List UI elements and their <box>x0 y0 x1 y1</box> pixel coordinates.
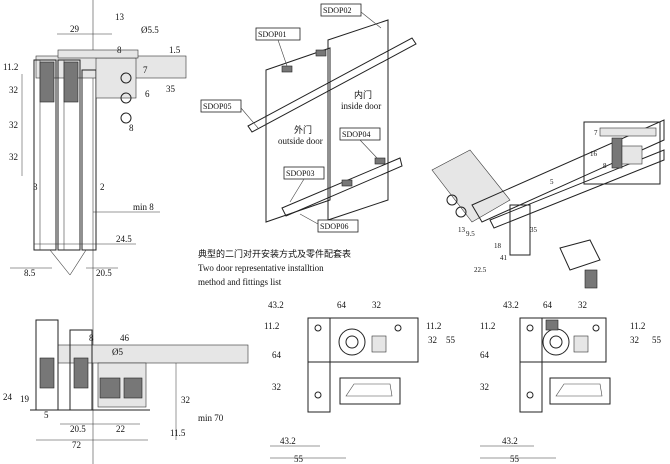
top-left-section: 29 13 Ø5.5 8 1.5 11.2 7 35 6 32 32 32 8 … <box>3 0 187 464</box>
outside-door-en: outside door <box>278 136 323 146</box>
bb-dim-43-2: 43.2 <box>503 300 519 310</box>
part-sdop06: SDOP06 <box>320 222 348 231</box>
ba-dim-11-2-right: 11.2 <box>426 321 441 331</box>
part-sdop04: SDOP04 <box>342 130 370 139</box>
bb-dim-32: 32 <box>578 300 587 310</box>
iso-dim-41: 41 <box>500 254 508 262</box>
dim-29: 29 <box>70 24 80 34</box>
dim-8-5: 8.5 <box>24 268 36 278</box>
ba-dim-32-right: 32 <box>428 335 437 345</box>
ba-dim-64: 64 <box>337 300 347 310</box>
caption-line-2: Two door representative installtion <box>198 263 324 273</box>
dim-6: 6 <box>145 89 150 99</box>
bl-dim-20-5: 20.5 <box>70 424 86 434</box>
bl-dim-19: 19 <box>20 394 30 404</box>
bb-dim-11-2: 11.2 <box>480 321 495 331</box>
inside-door-cn: 内门 <box>354 89 372 100</box>
bl-dim-22: 22 <box>116 424 125 434</box>
bb-dim-64-left: 64 <box>480 350 490 360</box>
caption-line-1: 典型的二门对开安装方式及零件配套表 <box>198 248 351 259</box>
bl-dim-min-70: min 70 <box>198 413 224 423</box>
iso-dim-18: 18 <box>494 242 502 250</box>
dim-35: 35 <box>166 84 176 94</box>
bl-dim-24: 24 <box>3 392 13 402</box>
ba-dim-55-right: 55 <box>446 335 456 345</box>
ba-dim-11-2: 11.2 <box>264 321 279 331</box>
dim-32-b: 32 <box>9 120 18 130</box>
dim-2: 2 <box>100 182 105 192</box>
outside-door-cn: 外门 <box>294 124 312 135</box>
iso-dim-13: 13 <box>458 226 466 234</box>
bl-dim-5: Ø5 <box>112 347 123 357</box>
bl-dim-46: 46 <box>120 333 130 343</box>
part-sdop03: SDOP03 <box>286 169 314 178</box>
bb-dim-11-2-right: 11.2 <box>630 321 645 331</box>
dim-13: 13 <box>115 12 125 22</box>
two-door-assembly: SDOP01 SDOP02 SDOP05 SDOP04 SDOP03 SDOP0… <box>200 3 417 233</box>
bb-dim-55-bottom: 55 <box>510 454 520 464</box>
bl-dim-72: 72 <box>72 440 81 450</box>
dim-20-5: 20.5 <box>96 268 112 278</box>
bl-dim-32: 32 <box>181 395 190 405</box>
bb-dim-32-left: 32 <box>480 382 489 392</box>
bottom-left-section: 8 46 Ø5 24 19 5 20.5 22 72 32 min 70 11.… <box>3 319 249 450</box>
caption-line-3: method and fittings list <box>198 277 282 287</box>
inside-door-en: inside door <box>341 101 381 111</box>
dim-11-2: 11.2 <box>3 62 18 72</box>
bracket-b: 43.2 64 32 11.2 11.2 32 55 64 32 43.2 55 <box>480 300 662 464</box>
dim-8: 8 <box>117 45 122 55</box>
dim-5-5: Ø5.5 <box>141 25 159 35</box>
dim-32-c: 32 <box>9 152 18 162</box>
bracket-a: 43.2 64 32 11.2 11.2 32 55 64 32 43.2 55 <box>264 300 456 464</box>
iso-dim-7: 7 <box>594 129 598 137</box>
dim-32-a: 32 <box>9 85 18 95</box>
ba-dim-32: 32 <box>372 300 381 310</box>
dim-3: 3 <box>33 182 38 192</box>
iso-dim-9-5: 9.5 <box>466 230 475 238</box>
ba-dim-64-left: 64 <box>272 350 282 360</box>
bb-dim-55-right: 55 <box>652 335 662 345</box>
part-sdop05: SDOP05 <box>203 102 231 111</box>
iso-dim-22-5: 22.5 <box>474 266 487 274</box>
iso-dim-35: 35 <box>530 226 538 234</box>
bl-dim-11-5: 11.5 <box>170 428 186 438</box>
dim-min-8: min 8 <box>133 202 154 212</box>
dim-1-5: 1.5 <box>169 45 181 55</box>
dim-24-5: 24.5 <box>116 234 132 244</box>
caption: 典型的二门对开安装方式及零件配套表 Two door representativ… <box>198 248 351 287</box>
ba-dim-32-left: 32 <box>272 382 281 392</box>
dim-7: 7 <box>143 65 148 75</box>
ba-dim-43-2-bottom: 43.2 <box>280 436 296 446</box>
part-sdop01: SDOP01 <box>258 30 286 39</box>
part-sdop02: SDOP02 <box>323 6 351 15</box>
bl-dim-8: 8 <box>89 333 94 343</box>
iso-dim-8: 8 <box>603 162 607 170</box>
iso-dim-5: 5 <box>550 178 554 186</box>
bl-dim-5b: 5 <box>44 410 49 420</box>
iso-rail-detail: 7 16 8 5 13 9.5 35 22.5 18 41 <box>431 119 665 289</box>
dim-8-b: 8 <box>129 123 134 133</box>
ba-dim-55-bottom: 55 <box>294 454 304 464</box>
ba-dim-43-2: 43.2 <box>268 300 284 310</box>
bb-dim-64: 64 <box>543 300 553 310</box>
iso-dim-16: 16 <box>590 150 598 158</box>
bb-dim-32-right: 32 <box>630 335 639 345</box>
bb-dim-43-2-bottom: 43.2 <box>502 436 518 446</box>
